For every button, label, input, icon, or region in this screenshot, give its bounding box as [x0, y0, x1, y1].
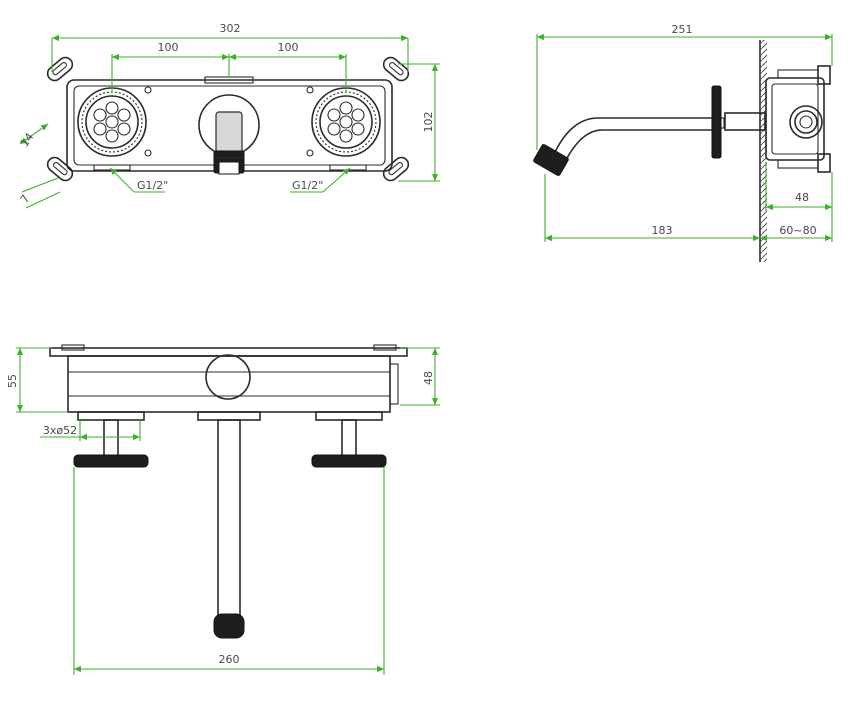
dimension-label: 183	[652, 224, 673, 237]
left-cartridge	[77, 87, 147, 157]
dimension-box-depth: 48	[765, 162, 833, 212]
spout-top	[197, 411, 261, 639]
front-view: 302 100 100 102 14 7	[18, 22, 440, 209]
dimension-label: 14	[18, 131, 37, 150]
right-handle-top	[311, 411, 387, 468]
dimension-label: 100	[158, 41, 179, 54]
spout-outlet	[198, 94, 260, 175]
center-port	[205, 354, 251, 400]
side-view: 251 48 183 60~80	[533, 23, 833, 262]
thread-callout-left: G1/2"	[109, 167, 168, 193]
mounting-ear	[46, 156, 74, 182]
dimension-label: 302	[220, 22, 241, 35]
dimension-depth-right: 48	[400, 347, 440, 406]
dimension-label: 48	[795, 191, 809, 204]
thread-callout-right: G1/2"	[290, 167, 351, 193]
dimension-height: 102	[398, 63, 440, 182]
dimension-label: 48	[422, 371, 435, 385]
dimension-depth-left: 55	[6, 347, 68, 413]
dimension-label: 100	[278, 41, 299, 54]
dimension-label: 251	[672, 23, 693, 36]
dimension-label: 3xø52	[43, 424, 77, 437]
mounting-ear	[46, 56, 74, 82]
dimension-label: 7	[18, 192, 33, 205]
dimension-label: 102	[422, 112, 435, 133]
dimension-diameter: 3xø52	[40, 420, 141, 441]
dimension-label: G1/2"	[292, 179, 323, 192]
right-cartridge	[311, 87, 381, 157]
mounting-ear	[382, 56, 410, 82]
dimension-spacing: 100 100	[111, 41, 347, 92]
dimension-width: 302	[51, 22, 409, 72]
box-outlet	[789, 105, 823, 139]
valve-body-top	[67, 355, 391, 413]
spout-side	[548, 117, 712, 171]
dimension-handle-span: 260	[73, 467, 385, 675]
dimension-label: 55	[6, 374, 19, 388]
dimension-spout-length: 183 60~80	[544, 174, 833, 242]
dimension-label: 260	[219, 653, 240, 666]
top-view: 55 48 3xø52 260	[6, 344, 440, 675]
wall-flange	[711, 85, 722, 159]
left-handle-top	[73, 411, 149, 468]
spout-aerator	[533, 144, 569, 176]
dimension-label: 60~80	[779, 224, 816, 237]
dimension-label: G1/2"	[137, 179, 168, 192]
dimension-total-length: 251	[536, 23, 833, 150]
